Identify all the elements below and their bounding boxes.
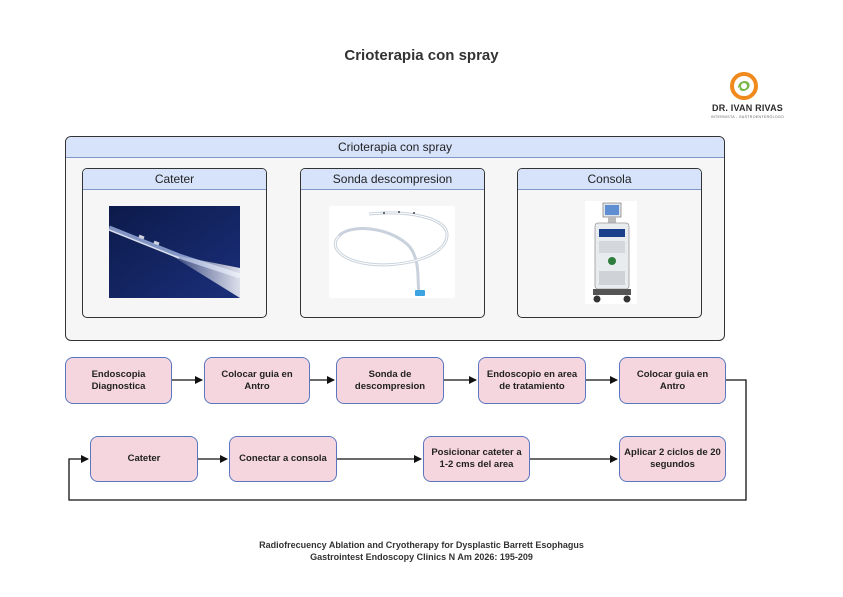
logo-name: DR. IVAN RIVAS <box>712 103 783 113</box>
cryo-console-photo <box>585 201 637 304</box>
page-title: Crioterapia con spray <box>344 47 499 64</box>
step-endoscopio-area: Endoscopio en area de tratamiento <box>478 357 586 404</box>
card-cateter-title: Cateter <box>83 169 266 190</box>
step-cateter: Cateter <box>90 436 198 482</box>
step-sonda-descompresion: Sonda de descompresion <box>336 357 444 404</box>
panel-title: Crioterapia con spray <box>66 137 724 158</box>
step-colocar-guia-1: Colocar guia en Antro <box>204 357 310 404</box>
reference-journal: Gastrointest Endoscopy Clinics N Am 2026… <box>310 552 533 562</box>
equipment-panel: Crioterapia con spray Cateter <box>65 136 725 341</box>
card-sonda: Sonda descompresion <box>300 168 485 318</box>
card-consola: Consola <box>517 168 702 318</box>
reference-title: Radiofrecuency Ablation and Cryotherapy … <box>259 540 584 550</box>
card-consola-title: Consola <box>518 169 701 190</box>
step-conectar-consola: Conectar a consola <box>229 436 337 482</box>
logo-subtitle: INTERNISTA - GASTROENTERÓLOGO <box>710 115 785 119</box>
card-sonda-title: Sonda descompresion <box>301 169 484 190</box>
step-aplicar-ciclos: Aplicar 2 ciclos de 20 segundos <box>619 436 726 482</box>
arrow-5-6-loop <box>68 379 747 501</box>
card-cateter: Cateter <box>82 168 267 318</box>
step-colocar-guia-2: Colocar guia en Antro <box>619 357 726 404</box>
step-endoscopia-diagnostica: Endoscopia Diagnostica <box>65 357 172 404</box>
logo: DR. IVAN RIVAS INTERNISTA - GASTROENTERÓ… <box>700 72 795 122</box>
decompression-tube-photo <box>329 206 455 298</box>
catheter-photo <box>109 206 240 298</box>
stomach-logo-icon <box>730 72 758 100</box>
step-posicionar-cateter: Posicionar cateter a 1-2 cms del area <box>423 436 530 482</box>
